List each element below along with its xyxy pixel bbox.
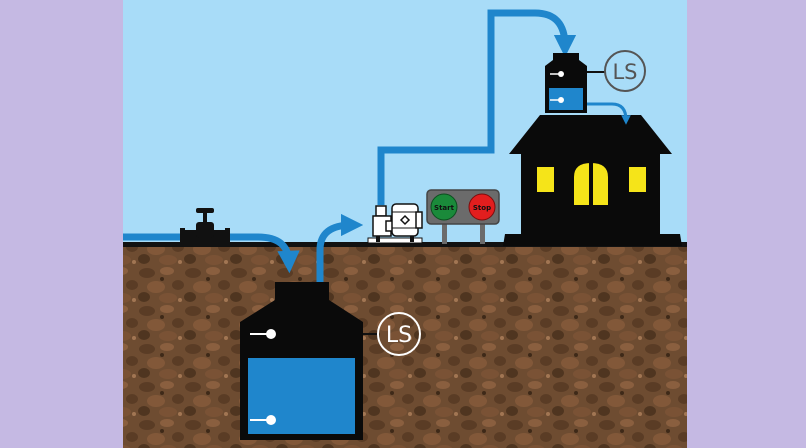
low-level-probe: [250, 415, 276, 425]
underground-tank: [240, 282, 363, 440]
level-switch-icon: [377, 312, 421, 356]
roof-tank: [545, 53, 587, 113]
roof-level-switch: LS: [587, 50, 646, 92]
soil: [123, 245, 687, 448]
roof-ls-label: LS: [612, 60, 637, 84]
roof-tank-high-probe: [550, 71, 564, 77]
inlet-pipe: [123, 233, 300, 274]
pump-icon: [367, 203, 423, 244]
house-window-left: [537, 167, 554, 192]
tank-to-pump-pipe: [316, 213, 364, 286]
roof-tank-water: [549, 88, 583, 110]
high-level-probe: [250, 329, 276, 339]
underground-tank-water: [248, 358, 355, 434]
stop-button[interactable]: Stop: [468, 193, 496, 221]
roof-tank-outlet-pipe: [587, 102, 631, 125]
start-button[interactable]: Start: [430, 193, 458, 221]
level-switch-icon: [604, 50, 646, 92]
roof-tank-low-probe: [550, 97, 564, 103]
stop-button-label: Stop: [473, 204, 491, 212]
start-button-label: Start: [434, 204, 455, 212]
ground-line: [123, 242, 687, 247]
house-icon: [503, 115, 682, 246]
pump-to-roof-tank-pipe: [377, 9, 577, 205]
control-panel: Start Stop: [426, 189, 500, 244]
house-window-right: [629, 167, 646, 192]
underground-ls-label: LS: [386, 323, 412, 348]
underground-level-switch: LS: [363, 312, 421, 356]
valve-icon: [180, 208, 230, 244]
